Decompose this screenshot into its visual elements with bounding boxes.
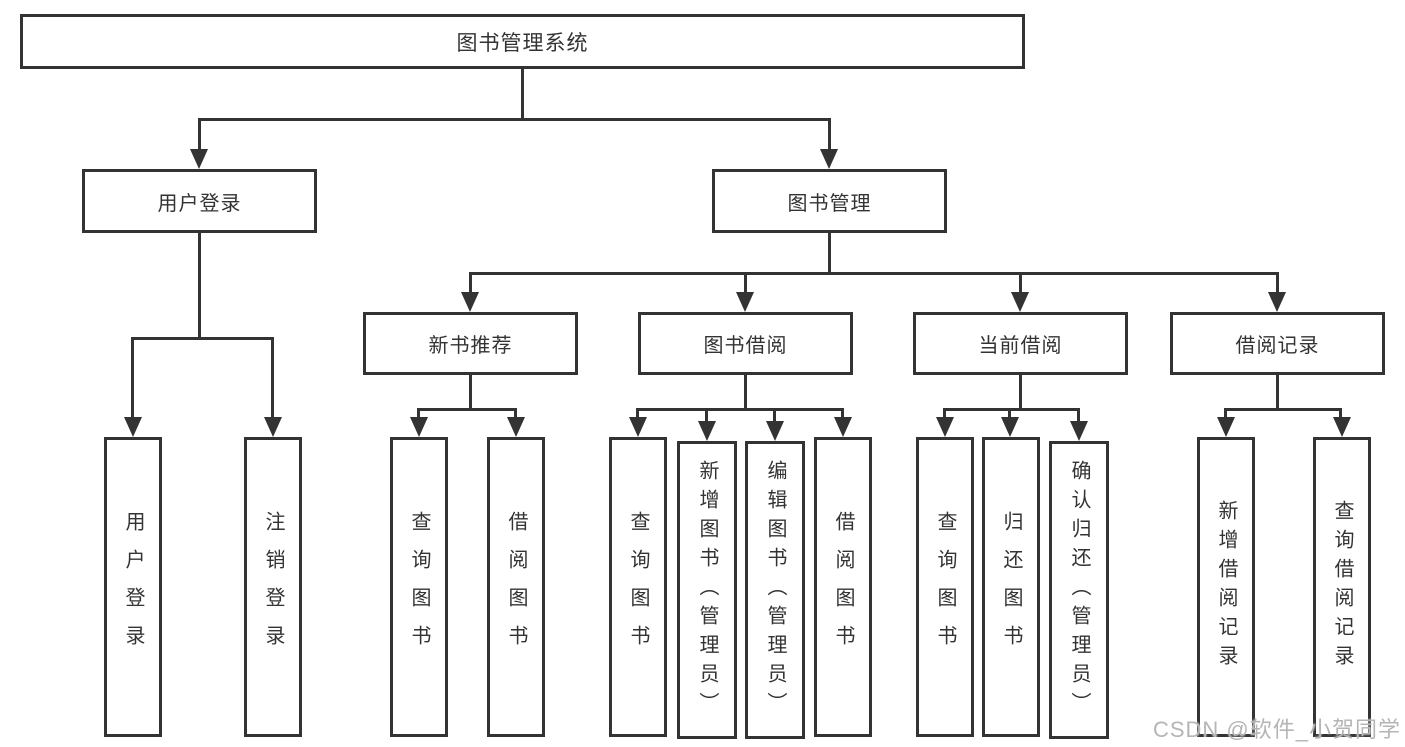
stem-query-books-2	[636, 408, 639, 420]
leaf-borrow-books-2: 借阅图书	[814, 437, 872, 737]
leaf-add-borrow-record: 新增借阅记录	[1197, 437, 1255, 737]
connector-user-login-trunk	[198, 233, 201, 338]
arrowhead-leaf-logout-icon	[264, 417, 282, 437]
leaf-confirm-return-admin: 确认归还（管理员）	[1049, 441, 1109, 739]
connector-new-book-trunk	[469, 375, 472, 411]
leaf-query-books-2-label: 查询图书	[627, 511, 649, 663]
arrowhead-add-book-admin-icon	[698, 421, 716, 441]
connector-rail-book-borrowing	[636, 408, 843, 411]
connector-rail-current-borrowing	[943, 408, 1080, 411]
connector-current-borrowing-trunk	[1019, 375, 1022, 411]
leaf-add-book-admin-label: 新增图书（管理员）	[696, 459, 718, 721]
stem-new-book-recommendation	[469, 272, 472, 295]
arrowhead-add-borrow-record-icon	[1217, 417, 1235, 437]
stem-query-books-1	[417, 408, 420, 420]
leaf-query-borrow-record: 查询借阅记录	[1313, 437, 1371, 737]
leaf-borrow-books-1-label: 借阅图书	[505, 511, 527, 663]
stem-return-books	[1008, 408, 1011, 420]
arrowhead-new-book-recommendation-icon	[461, 292, 479, 312]
arrowhead-query-books-1-icon	[410, 417, 428, 437]
stem-edit-book-admin	[773, 408, 776, 423]
arrowhead-confirm-return-admin-icon	[1070, 421, 1088, 441]
stem-leaf-user-login	[131, 337, 134, 419]
connector-rail-level2	[198, 118, 831, 121]
stem-current-borrowing	[1019, 272, 1022, 295]
leaf-return-books: 归还图书	[982, 437, 1040, 737]
arrowhead-book-management-icon	[820, 149, 838, 169]
arrowhead-current-borrowing-icon	[1011, 292, 1029, 312]
node-root: 图书管理系统	[20, 14, 1025, 69]
stem-add-book-admin	[705, 408, 708, 423]
leaf-return-books-label: 归还图书	[1000, 511, 1022, 663]
connector-rail-user-login	[131, 337, 274, 340]
csdn-watermark: CSDN @软件_小贺同学	[1152, 717, 1401, 742]
leaf-query-borrow-record-label: 查询借阅记录	[1331, 500, 1353, 674]
node-user-login: 用户登录	[82, 169, 317, 233]
node-book-management: 图书管理	[712, 169, 947, 233]
connector-borrowing-records-trunk	[1276, 375, 1279, 411]
stem-borrow-books-2	[841, 408, 844, 420]
leaf-query-books-1: 查询图书	[390, 437, 448, 737]
arrowhead-leaf-user-login-icon	[124, 417, 142, 437]
arrowhead-borrowing-records-icon	[1268, 292, 1286, 312]
stem-user-login	[198, 118, 201, 150]
leaf-edit-book-admin-label: 编辑图书（管理员）	[764, 459, 786, 721]
leaf-user-login-label: 用户登录	[122, 511, 144, 663]
node-borrowing-records: 借阅记录	[1170, 312, 1385, 375]
leaf-user-login: 用户登录	[104, 437, 162, 737]
leaf-confirm-return-admin-label: 确认归还（管理员）	[1068, 459, 1090, 721]
node-current-borrowing: 当前借阅	[913, 312, 1128, 375]
arrowhead-query-books-3-icon	[936, 417, 954, 437]
leaf-edit-book-admin: 编辑图书（管理员）	[745, 441, 805, 739]
stem-leaf-logout	[271, 337, 274, 419]
stem-query-borrow-record	[1339, 408, 1342, 420]
connector-rail-borrowing-records	[1224, 408, 1342, 411]
arrowhead-query-books-2-icon	[629, 417, 647, 437]
leaf-borrow-books-1: 借阅图书	[487, 437, 545, 737]
connector-book-borrowing-trunk	[744, 375, 747, 411]
leaf-query-books-2: 查询图书	[609, 437, 667, 737]
arrowhead-borrow-books-1-icon	[507, 417, 525, 437]
leaf-logout-label: 注销登录	[262, 511, 284, 663]
connector-root-trunk	[521, 69, 524, 119]
stem-book-management	[828, 118, 831, 150]
arrowhead-user-login-icon	[190, 149, 208, 169]
leaf-borrow-books-2-label: 借阅图书	[832, 511, 854, 663]
leaf-logout: 注销登录	[244, 437, 302, 737]
connector-rail-new-book	[417, 408, 517, 411]
stem-add-borrow-record	[1224, 408, 1227, 420]
leaf-add-book-admin: 新增图书（管理员）	[677, 441, 737, 739]
node-book-borrowing: 图书借阅	[638, 312, 853, 375]
leaf-query-books-3-label: 查询图书	[934, 511, 956, 663]
stem-confirm-return-admin	[1077, 408, 1080, 423]
arrowhead-query-borrow-record-icon	[1333, 417, 1351, 437]
leaf-query-books-3: 查询图书	[916, 437, 974, 737]
leaf-query-books-1-label: 查询图书	[408, 511, 430, 663]
node-new-book-recommendation: 新书推荐	[363, 312, 578, 375]
stem-book-borrowing	[744, 272, 747, 295]
connector-rail-level3	[469, 272, 1279, 275]
stem-borrow-books-1	[514, 408, 517, 420]
stem-borrowing-records	[1276, 272, 1279, 295]
arrowhead-book-borrowing-icon	[736, 292, 754, 312]
leaf-add-borrow-record-label: 新增借阅记录	[1215, 500, 1237, 674]
connector-book-management-trunk	[828, 233, 831, 275]
arrowhead-borrow-books-2-icon	[834, 417, 852, 437]
stem-query-books-3	[943, 408, 946, 420]
arrowhead-return-books-icon	[1001, 417, 1019, 437]
arrowhead-edit-book-admin-icon	[766, 421, 784, 441]
